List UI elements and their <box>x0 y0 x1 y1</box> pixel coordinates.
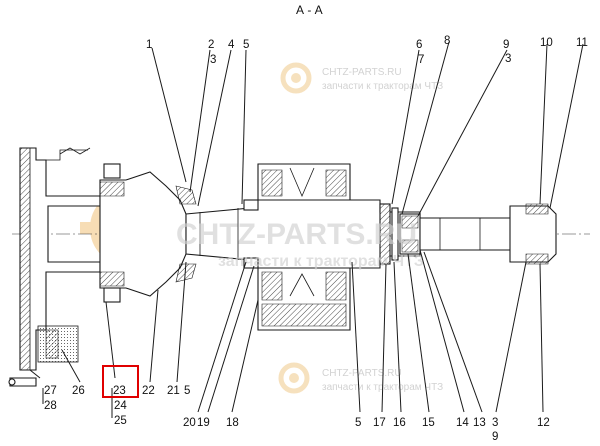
callout-5-center[interactable]: 5 <box>355 417 361 429</box>
callout-9[interactable]: 9 <box>503 39 509 51</box>
callout-15[interactable]: 15 <box>422 417 435 429</box>
callout-10[interactable]: 10 <box>540 37 553 49</box>
nut-assembly <box>379 203 421 265</box>
callout-19[interactable]: 19 <box>197 417 210 429</box>
callout-9-bottom[interactable]: 9 <box>492 431 498 443</box>
callout-23[interactable]: 23 <box>113 385 126 397</box>
watermark-gear-icon <box>278 362 310 394</box>
callout-8[interactable]: 8 <box>444 35 450 47</box>
callout-16[interactable]: 16 <box>393 417 406 429</box>
bolt-head-bottom <box>103 287 121 303</box>
callout-3-bottom[interactable]: 3 <box>492 417 498 429</box>
watermark-brand-top: CHTZ-PARTS.RU <box>322 67 402 78</box>
watermark-tagline-top: запчасти к тракторам ЧТЗ <box>322 81 443 92</box>
bearing-housing <box>243 163 351 331</box>
watermark-brand-center: CHTZ-PARTS.RU <box>176 218 417 251</box>
callout-7[interactable]: 7 <box>418 54 424 66</box>
watermark-brand-bottom: CHTZ-PARTS.RU <box>322 368 402 379</box>
callout-13[interactable]: 13 <box>473 417 486 429</box>
callout-24[interactable]: 24 <box>114 400 127 412</box>
callout-22[interactable]: 22 <box>142 385 155 397</box>
callout-18[interactable]: 18 <box>226 417 239 429</box>
callout-4[interactable]: 4 <box>228 39 235 51</box>
callout-21[interactable]: 21 <box>167 385 180 397</box>
coupling-body <box>99 163 197 303</box>
callout-14[interactable]: 14 <box>456 417 469 429</box>
watermark-gear-icon <box>280 62 312 94</box>
callout-28[interactable]: 28 <box>44 400 57 412</box>
callout-3[interactable]: 3 <box>210 54 216 66</box>
callout-5-left[interactable]: 5 <box>184 385 190 397</box>
callout-27[interactable]: 27 <box>44 385 57 397</box>
callout-12[interactable]: 12 <box>537 417 550 429</box>
callout-26[interactable]: 26 <box>72 385 85 397</box>
callout-17[interactable]: 17 <box>373 417 386 429</box>
callout-25[interactable]: 25 <box>114 415 127 427</box>
leader-lines <box>29 41 584 418</box>
callout-20[interactable]: 20 <box>183 417 196 429</box>
section-title: А - А <box>296 3 323 17</box>
watermark-tagline-center: запчасти к тракторам ЧТЗ <box>218 253 424 270</box>
callout-1[interactable]: 1 <box>146 39 152 51</box>
callout-2[interactable]: 2 <box>208 39 214 51</box>
callout-11[interactable]: 11 <box>576 37 588 49</box>
housing-flange <box>8 147 101 387</box>
output-shaft <box>419 203 557 265</box>
bolt-head-top <box>103 163 121 179</box>
callout-3-right[interactable]: 3 <box>505 53 511 65</box>
highlight-box-23 <box>102 365 139 398</box>
callout-6[interactable]: 6 <box>416 39 422 51</box>
callout-5[interactable]: 5 <box>243 39 249 51</box>
